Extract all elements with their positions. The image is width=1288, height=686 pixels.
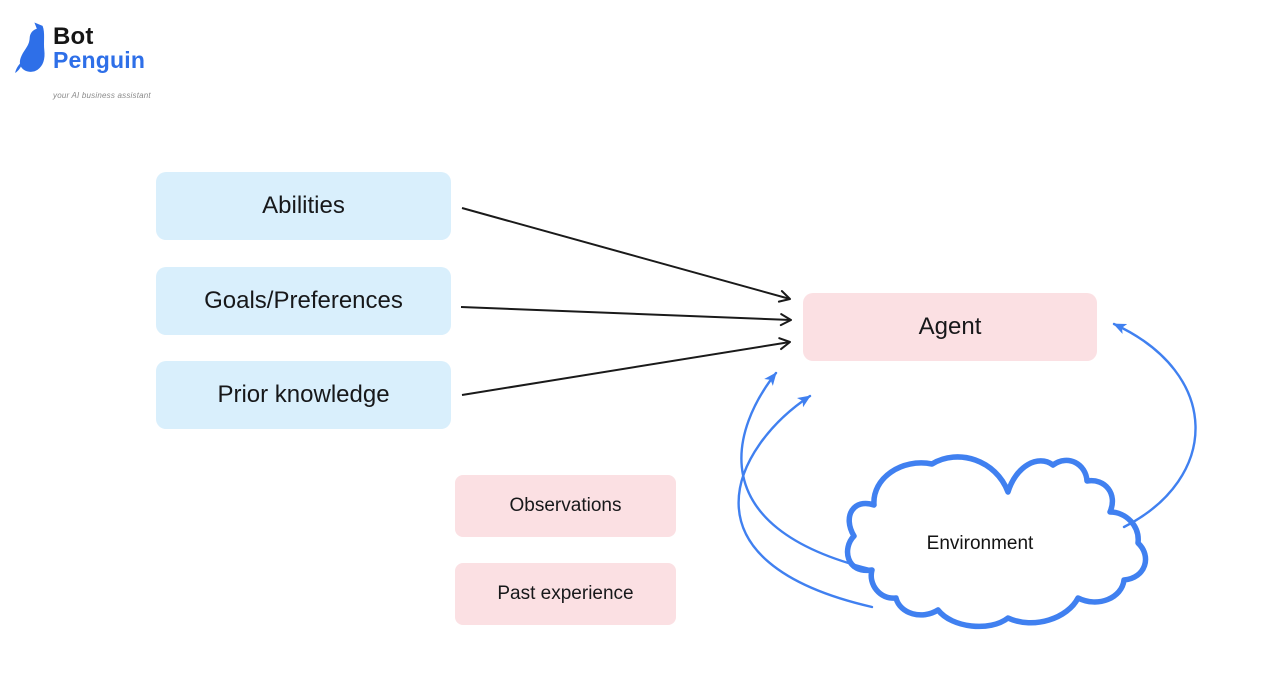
environment-cloud-label: Environment: [926, 533, 1034, 554]
memory-box-past-experience: Past experience: [455, 563, 676, 625]
memory-box-observations: Observations: [455, 475, 676, 537]
input-box-goals-preferences: Goals/Preferences: [156, 267, 451, 335]
logo-wordmark: Bot Penguin: [53, 25, 145, 71]
arrow-environment-to-agent-left-outer: [737, 394, 874, 609]
logo-word-penguin: Penguin: [53, 46, 146, 73]
input-box-prior-knowledge-label: Prior knowledge: [217, 381, 390, 408]
input-box-goals-preferences-label: Goals/Preferences: [204, 287, 403, 314]
penguin-icon: [15, 22, 45, 74]
memory-box-observations-label: Observations: [509, 495, 622, 516]
logo-word-bot: Bot: [53, 23, 94, 50]
logo-tagline: your AI business assistant: [53, 91, 151, 100]
input-box-prior-knowledge: Prior knowledge: [156, 361, 451, 429]
arrow-prior-to-agent: [461, 337, 791, 396]
arrow-goals-to-agent: [460, 306, 792, 327]
arrow-environment-to-agent-right: [1112, 322, 1197, 529]
input-box-abilities: Abilities: [156, 172, 451, 240]
botpenguin-logo: Bot Penguin your AI business assistant: [13, 20, 193, 100]
agent-box: Agent: [803, 293, 1097, 361]
agent-box-label: Agent: [918, 313, 982, 340]
arrow-abilities-to-agent: [461, 207, 791, 303]
memory-box-past-experience-label: Past experience: [497, 583, 634, 604]
environment-cloud-shape: [844, 454, 1149, 630]
input-box-abilities-label: Abilities: [262, 192, 345, 219]
